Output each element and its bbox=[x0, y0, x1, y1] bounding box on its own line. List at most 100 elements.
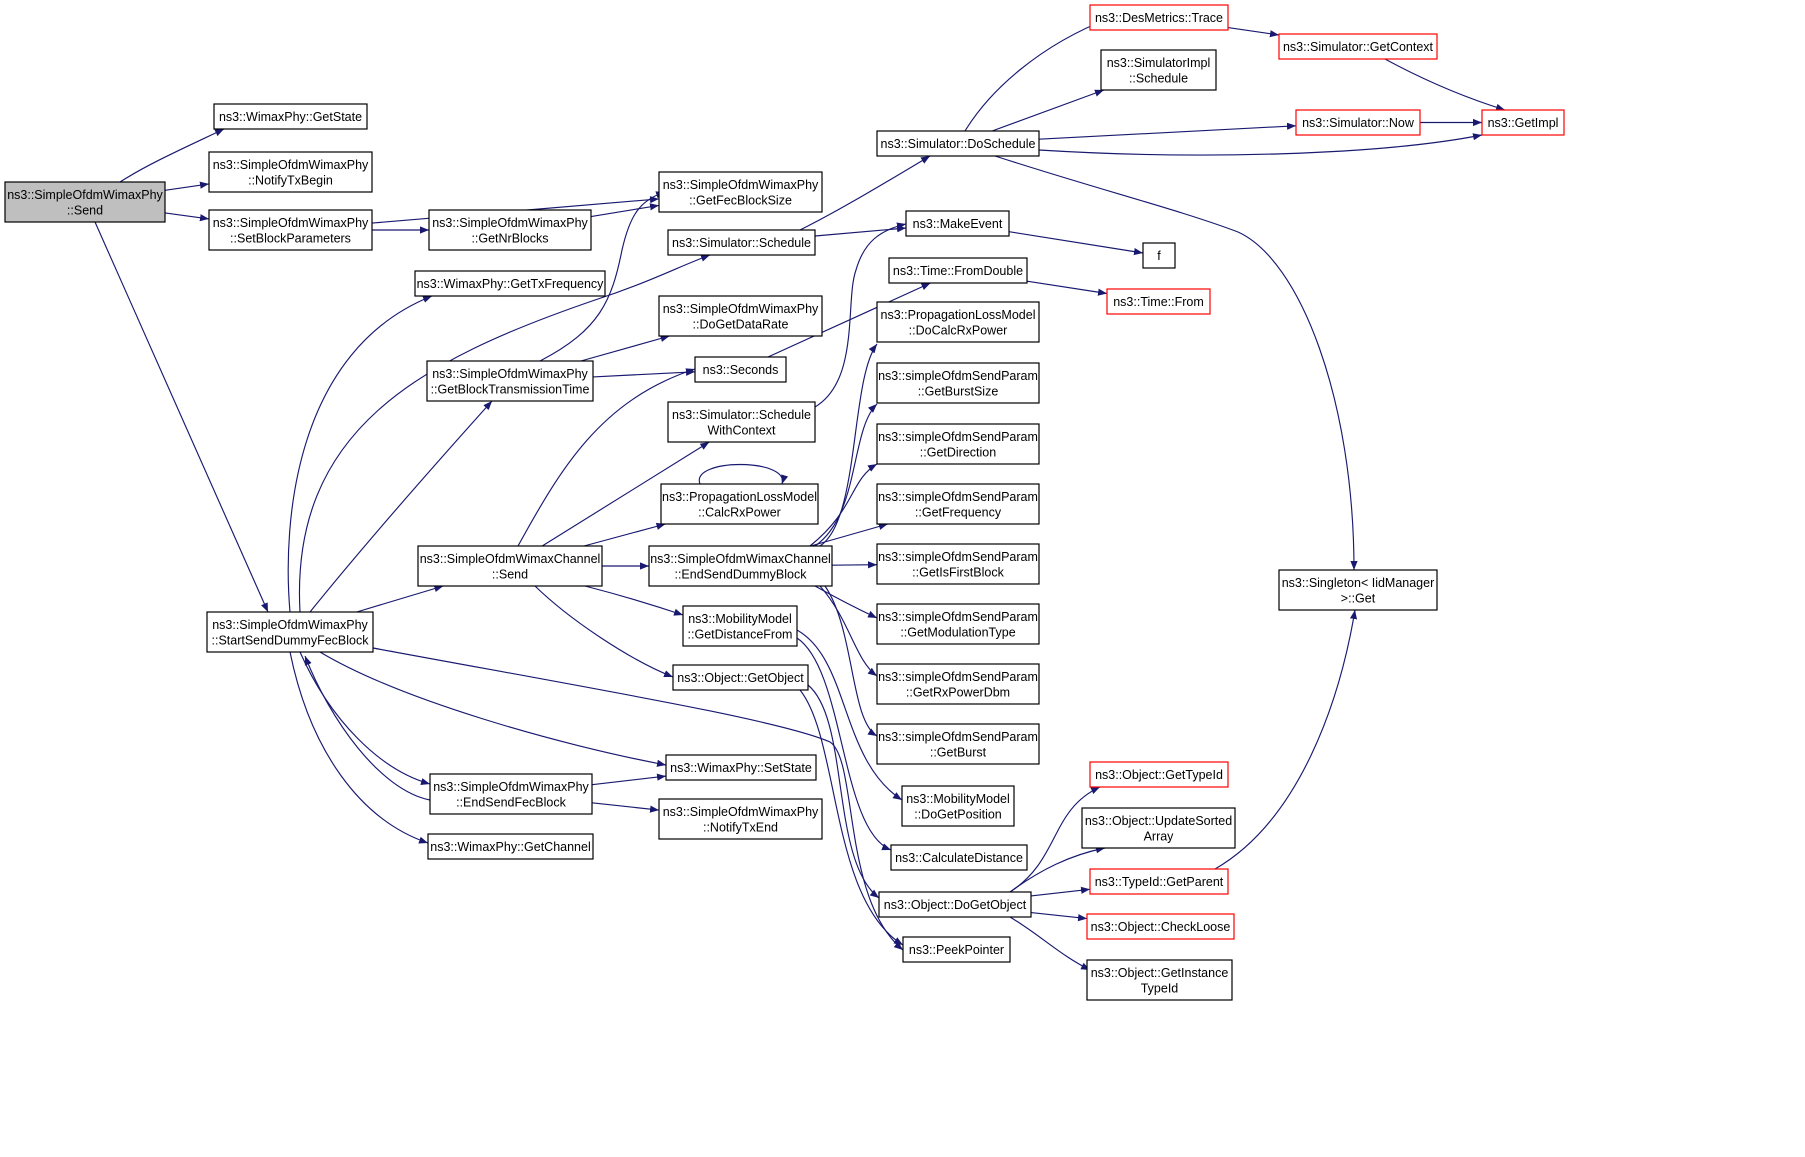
node-getModType[interactable]: ns3::simpleOfdmSendParam::GetModulationT… bbox=[876, 603, 1040, 645]
node-getFrequency[interactable]: ns3::simpleOfdmSendParam::GetFrequency bbox=[876, 483, 1040, 525]
node-label: ns3::SimpleOfdmWimaxPhy bbox=[7, 188, 163, 202]
node-calcRxPower[interactable]: ns3::PropagationLossModel::CalcRxPower bbox=[660, 483, 819, 525]
node-box bbox=[658, 171, 823, 213]
node-seconds[interactable]: ns3::Seconds bbox=[694, 356, 787, 383]
node-box bbox=[213, 103, 368, 130]
node-box bbox=[876, 723, 1040, 765]
node-singletonGet[interactable]: ns3::Singleton< IidManager>::Get bbox=[1278, 569, 1438, 611]
edge-endSendDummy-to-doCalcRxPower bbox=[819, 343, 878, 547]
node-setBlockParams[interactable]: ns3::SimpleOfdmWimaxPhy::SetBlockParamet… bbox=[208, 209, 373, 251]
node-getState[interactable]: ns3::WimaxPhy::GetState bbox=[213, 103, 368, 130]
edge-doGetObject-to-checkLoose bbox=[1030, 912, 1088, 922]
node-simGetContext[interactable]: ns3::Simulator::GetContext bbox=[1278, 33, 1438, 60]
node-label: TypeId bbox=[1141, 981, 1179, 995]
node-getTypeId[interactable]: ns3::Object::GetTypeId bbox=[1089, 761, 1229, 788]
node-doSchedule[interactable]: ns3::Simulator::DoSchedule bbox=[876, 130, 1040, 157]
node-label: ns3::Time::From bbox=[1113, 295, 1204, 309]
node-label: ns3::SimpleOfdmWimaxChannel bbox=[650, 552, 831, 566]
node-getChannel[interactable]: ns3::WimaxPhy::GetChannel bbox=[427, 833, 594, 860]
node-getDistanceFrom[interactable]: ns3::MobilityModel::GetDistanceFrom bbox=[682, 605, 798, 647]
node-getObject[interactable]: ns3::Object::GetObject bbox=[672, 664, 809, 691]
node-f[interactable]: f bbox=[1142, 242, 1176, 269]
node-label: ns3::SimpleOfdmWimaxPhy bbox=[213, 216, 369, 230]
edge-endSendFec-to-notifyTxEnd bbox=[591, 802, 660, 813]
node-label: ns3::simpleOfdmSendParam bbox=[878, 730, 1038, 744]
node-label: ::DoGetDataRate bbox=[693, 317, 789, 331]
edge-startSendDummy-to-peekPointer bbox=[372, 647, 904, 951]
node-simSchedule[interactable]: ns3::Simulator::Schedule bbox=[667, 229, 816, 256]
node-desMetricsTrace[interactable]: ns3::DesMetrics::Trace bbox=[1089, 4, 1229, 31]
node-endSendFec[interactable]: ns3::SimpleOfdmWimaxPhy::EndSendFecBlock bbox=[429, 773, 593, 815]
node-makeEvent[interactable]: ns3::MakeEvent bbox=[905, 210, 1010, 237]
node-getRxPowerDbm[interactable]: ns3::simpleOfdmSendParam::GetRxPowerDbm bbox=[876, 663, 1040, 705]
node-box bbox=[426, 360, 594, 402]
node-label: ns3::Simulator::Schedule bbox=[672, 408, 811, 422]
node-simImplSchedule[interactable]: ns3::SimulatorImpl::Schedule bbox=[1100, 49, 1217, 91]
node-doGetPosition[interactable]: ns3::MobilityModel::DoGetPosition bbox=[901, 785, 1015, 827]
node-getTxFrequency[interactable]: ns3::WimaxPhy::GetTxFrequency bbox=[414, 270, 606, 297]
node-label: ::SetBlockParameters bbox=[230, 231, 351, 245]
node-box bbox=[658, 798, 823, 840]
node-timeFrom[interactable]: ns3::Time::From bbox=[1106, 288, 1211, 315]
node-calcDistance[interactable]: ns3::CalculateDistance bbox=[890, 844, 1028, 871]
node-label: >::Get bbox=[1341, 591, 1376, 605]
edge-typeIdGetParent-to-singletonGet bbox=[1214, 609, 1358, 870]
node-label: ns3::Simulator::Schedule bbox=[672, 236, 811, 250]
node-peekPointer[interactable]: ns3::PeekPointer bbox=[902, 936, 1011, 963]
node-getNrBlocks[interactable]: ns3::SimpleOfdmWimaxPhy::GetNrBlocks bbox=[428, 209, 592, 251]
node-getImpl[interactable]: ns3::GetImpl bbox=[1481, 109, 1565, 136]
edge-endSendFec-to-setState bbox=[591, 773, 667, 786]
node-label: ns3::CalculateDistance bbox=[895, 851, 1023, 865]
node-label: ns3::SimpleOfdmWimaxPhy bbox=[433, 780, 589, 794]
node-typeIdGetParent[interactable]: ns3::TypeId::GetParent bbox=[1089, 868, 1229, 895]
node-box bbox=[876, 663, 1040, 705]
node-fromDouble[interactable]: ns3::Time::FromDouble bbox=[888, 257, 1028, 284]
node-box bbox=[1106, 288, 1211, 315]
edge-calcRxPower-to-calcRxPower bbox=[698, 464, 789, 485]
edge-startSendDummy-to-chanSend bbox=[356, 585, 444, 613]
node-notifyTxEnd[interactable]: ns3::SimpleOfdmWimaxPhy::NotifyTxEnd bbox=[658, 798, 823, 840]
edge-endSendDummy-to-getRxPowerDbm bbox=[819, 585, 878, 677]
node-box bbox=[667, 229, 816, 256]
edge-startSendDummy-to-endSendFec bbox=[299, 651, 431, 786]
node-chanSend[interactable]: ns3::SimpleOfdmWimaxChannel::Send bbox=[417, 545, 603, 587]
edge-endSendDummy-to-getFrequency bbox=[810, 523, 888, 547]
node-getDirection[interactable]: ns3::simpleOfdmSendParam::GetDirection bbox=[876, 423, 1040, 465]
node-getIsFirstBlock[interactable]: ns3::simpleOfdmSendParam::GetIsFirstBloc… bbox=[876, 543, 1040, 585]
node-box bbox=[1089, 761, 1229, 788]
node-box bbox=[427, 833, 594, 860]
node-endSendDummy[interactable]: ns3::SimpleOfdmWimaxChannel::EndSendDumm… bbox=[648, 545, 833, 587]
edge-getDistanceFrom-to-doGetPosition bbox=[796, 629, 903, 801]
node-getFecBlockSize[interactable]: ns3::SimpleOfdmWimaxPhy::GetFecBlockSize bbox=[658, 171, 823, 213]
node-root[interactable]: ns3::SimpleOfdmWimaxPhy::Send bbox=[4, 181, 166, 223]
edge-getDistanceFrom-to-calcDistance bbox=[796, 637, 892, 851]
node-setState[interactable]: ns3::WimaxPhy::SetState bbox=[665, 754, 817, 781]
node-doGetDataRate[interactable]: ns3::SimpleOfdmWimaxPhy::DoGetDataRate bbox=[658, 295, 823, 337]
edge-doGetObject-to-getTypeId bbox=[1009, 786, 1101, 893]
node-startSendDummy[interactable]: ns3::SimpleOfdmWimaxPhy::StartSendDummyF… bbox=[206, 611, 374, 653]
node-layer: ns3::SimpleOfdmWimaxPhy::Sendns3::WimaxP… bbox=[4, 4, 1565, 1001]
node-box bbox=[208, 209, 373, 251]
node-doGetObject[interactable]: ns3::Object::DoGetObject bbox=[878, 891, 1032, 918]
edge-chanSend-to-schedWithContext bbox=[541, 441, 710, 547]
node-box bbox=[208, 151, 373, 193]
node-label: f bbox=[1157, 249, 1161, 263]
edge-doSchedule-to-desMetricsTrace bbox=[964, 17, 1111, 132]
node-simNow[interactable]: ns3::Simulator::Now bbox=[1295, 109, 1421, 136]
node-label: ns3::SimpleOfdmWimaxPhy bbox=[212, 618, 368, 632]
edge-doSchedule-to-simImplSchedule bbox=[991, 89, 1105, 132]
node-box bbox=[4, 181, 166, 223]
node-label: ::GetRxPowerDbm bbox=[906, 685, 1010, 699]
node-getBlockTxTime[interactable]: ns3::SimpleOfdmWimaxPhy::GetBlockTransmi… bbox=[426, 360, 594, 402]
node-label: ns3::MakeEvent bbox=[913, 217, 1003, 231]
node-getBurstSize[interactable]: ns3::simpleOfdmSendParam::GetBurstSize bbox=[876, 362, 1040, 404]
node-doCalcRxPower[interactable]: ns3::PropagationLossModel::DoCalcRxPower bbox=[876, 301, 1040, 343]
edge-fromDouble-to-timeFrom bbox=[1026, 280, 1108, 296]
node-getBurst[interactable]: ns3::simpleOfdmSendParam::GetBurst bbox=[876, 723, 1040, 765]
node-checkLoose[interactable]: ns3::Object::CheckLoose bbox=[1086, 913, 1235, 940]
node-notifyTxBegin[interactable]: ns3::SimpleOfdmWimaxPhy::NotifyTxBegin bbox=[208, 151, 373, 193]
node-label: ns3::SimpleOfdmWimaxPhy bbox=[663, 302, 819, 316]
